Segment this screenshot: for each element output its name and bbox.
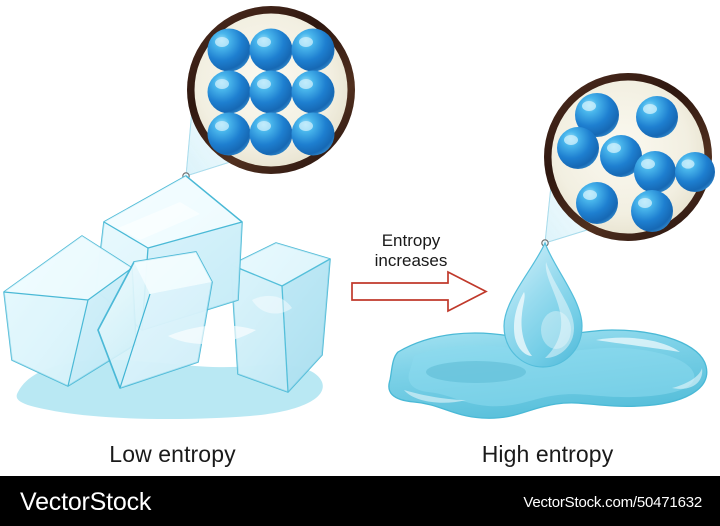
entropy-arrow bbox=[351, 270, 488, 313]
high-entropy-label: High entropy bbox=[481, 441, 614, 467]
watermark-url: VectorStock.com/50471632 bbox=[523, 494, 702, 511]
solid-molecules bbox=[207, 28, 335, 156]
ice-highlight bbox=[168, 325, 256, 344]
ice-cube-front bbox=[97, 251, 213, 389]
droplet-highlight bbox=[514, 292, 532, 356]
water-group bbox=[388, 241, 708, 419]
ice-highlight-2 bbox=[252, 295, 292, 314]
watermark-brand: VectorStock bbox=[20, 488, 152, 516]
right-magnifier-lens bbox=[544, 73, 715, 241]
entropy-caption-line1: Entropy bbox=[381, 231, 441, 250]
entropy-caption-line2: increases bbox=[374, 251, 448, 270]
low-entropy-label: Low entropy bbox=[109, 441, 236, 467]
ice-cube-left bbox=[3, 235, 137, 387]
ice-cubes-group bbox=[3, 175, 331, 420]
ice-cube-right bbox=[230, 242, 331, 393]
watermark-bar: VectorStock VectorStock.com/50471632 bbox=[0, 476, 720, 526]
water-droplet bbox=[503, 241, 583, 368]
left-magnifier-lens bbox=[187, 6, 355, 174]
liquid-molecules bbox=[557, 93, 715, 232]
entropy-arrow-caption: Entropy increases bbox=[338, 231, 484, 271]
puddle-reflection bbox=[426, 361, 526, 383]
